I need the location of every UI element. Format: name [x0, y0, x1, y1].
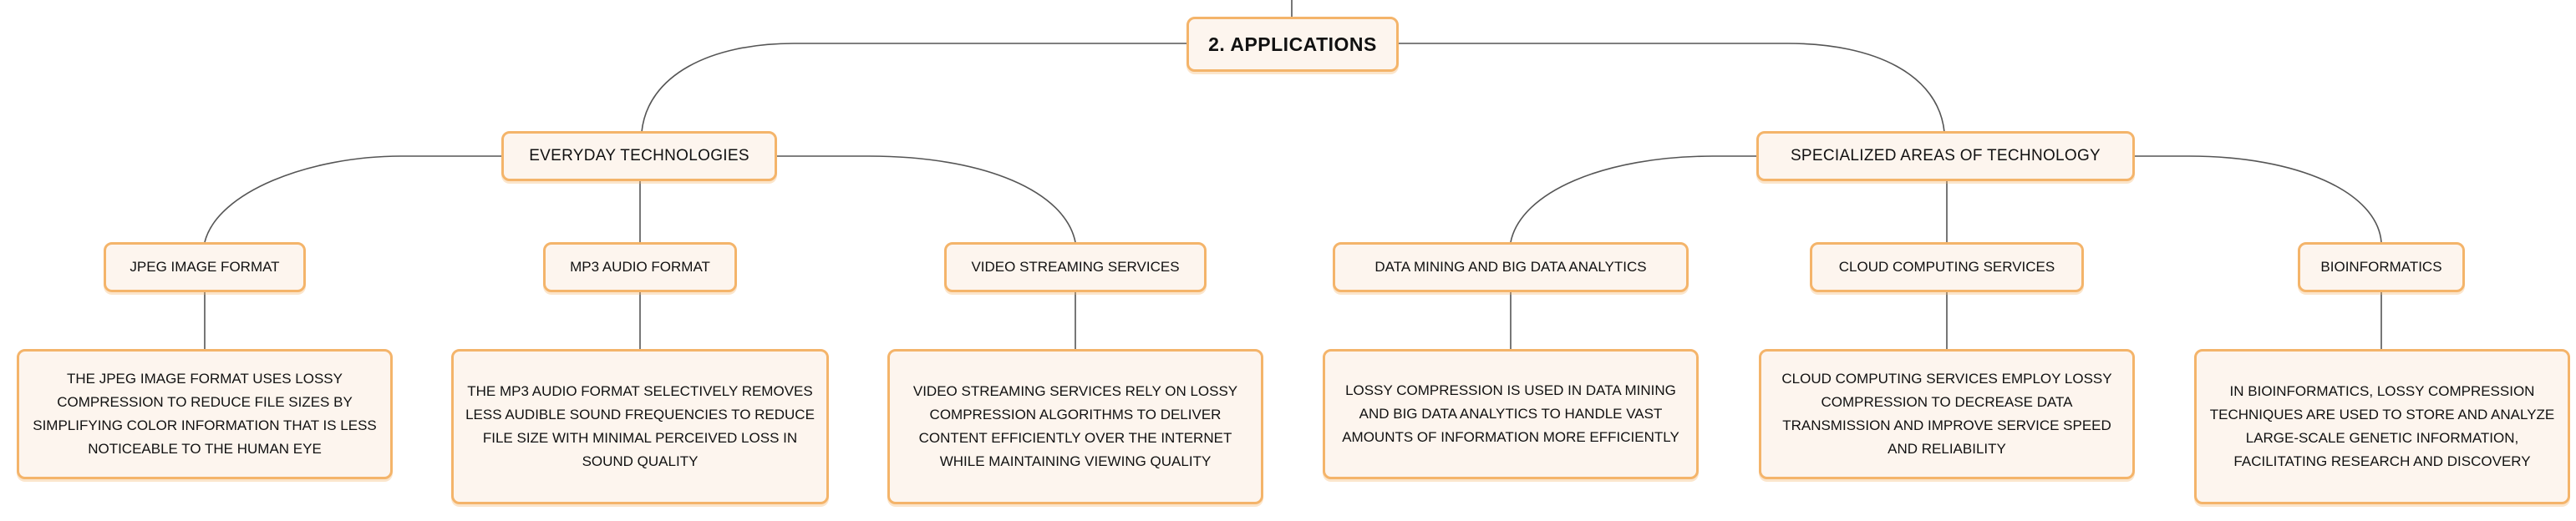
category-specialized-areas[interactable]: SPECIALIZED AREAS OF TECHNOLOGY	[1756, 131, 2135, 181]
description-text: LOSSY COMPRESSION IS USED IN DATA MINING…	[1342, 382, 1679, 445]
topic-jpeg-image-format[interactable]: JPEG IMAGE FORMAT	[104, 242, 306, 292]
connector-root-specialized	[1399, 43, 1945, 133]
description-text: THE MP3 AUDIO FORMAT SELECTIVELY REMOVES…	[465, 383, 815, 469]
topic-bioinformatics[interactable]: BIOINFORMATICS	[2298, 242, 2465, 292]
description-cloud-computing: CLOUD COMPUTING SERVICES EMPLOY LOSSY CO…	[1759, 349, 2135, 479]
category-everyday-technologies[interactable]: EVERYDAY TECHNOLOGIES	[501, 131, 777, 181]
connector-everyday-jpeg	[204, 155, 501, 243]
connector-specialized-datamining	[1510, 155, 1756, 243]
category-label: EVERYDAY TECHNOLOGIES	[529, 147, 749, 164]
topic-label: VIDEO STREAMING SERVICES	[971, 259, 1180, 275]
topic-label: JPEG IMAGE FORMAT	[130, 259, 280, 275]
description-video-streaming: VIDEO STREAMING SERVICES RELY ON LOSSY C…	[887, 349, 1263, 504]
topic-label: DATA MINING AND BIG DATA ANALYTICS	[1374, 259, 1647, 275]
topic-mp3-audio-format[interactable]: MP3 AUDIO FORMAT	[543, 242, 737, 292]
topic-label: BIOINFORMATICS	[2320, 259, 2442, 275]
category-label: SPECIALIZED AREAS OF TECHNOLOGY	[1790, 147, 2101, 164]
description-text: THE JPEG IMAGE FORMAT USES LOSSY COMPRES…	[33, 371, 377, 457]
description-bioinformatics: IN BIOINFORMATICS, LOSSY COMPRESSION TEC…	[2194, 349, 2570, 504]
description-jpeg: THE JPEG IMAGE FORMAT USES LOSSY COMPRES…	[17, 349, 393, 479]
connector-everyday-video	[777, 155, 1076, 243]
description-text: CLOUD COMPUTING SERVICES EMPLOY LOSSY CO…	[1781, 371, 2112, 457]
topic-video-streaming-services[interactable]: VIDEO STREAMING SERVICES	[944, 242, 1207, 292]
connector-root-everyday	[641, 43, 1186, 133]
topic-label: CLOUD COMPUTING SERVICES	[1838, 259, 2055, 275]
connector-specialized-bioinformatics	[2135, 155, 2382, 243]
topic-label: MP3 AUDIO FORMAT	[570, 259, 710, 275]
topic-data-mining-big-data[interactable]: DATA MINING AND BIG DATA ANALYTICS	[1333, 242, 1689, 292]
description-mp3: THE MP3 AUDIO FORMAT SELECTIVELY REMOVES…	[451, 349, 829, 504]
description-data-mining: LOSSY COMPRESSION IS USED IN DATA MINING…	[1323, 349, 1699, 479]
root-label: 2. APPLICATIONS	[1208, 33, 1377, 55]
topic-cloud-computing-services[interactable]: CLOUD COMPUTING SERVICES	[1810, 242, 2084, 292]
description-text: VIDEO STREAMING SERVICES RELY ON LOSSY C…	[912, 383, 1238, 469]
description-text: IN BIOINFORMATICS, LOSSY COMPRESSION TEC…	[2209, 383, 2555, 469]
root-node[interactable]: 2. APPLICATIONS	[1186, 17, 1399, 72]
